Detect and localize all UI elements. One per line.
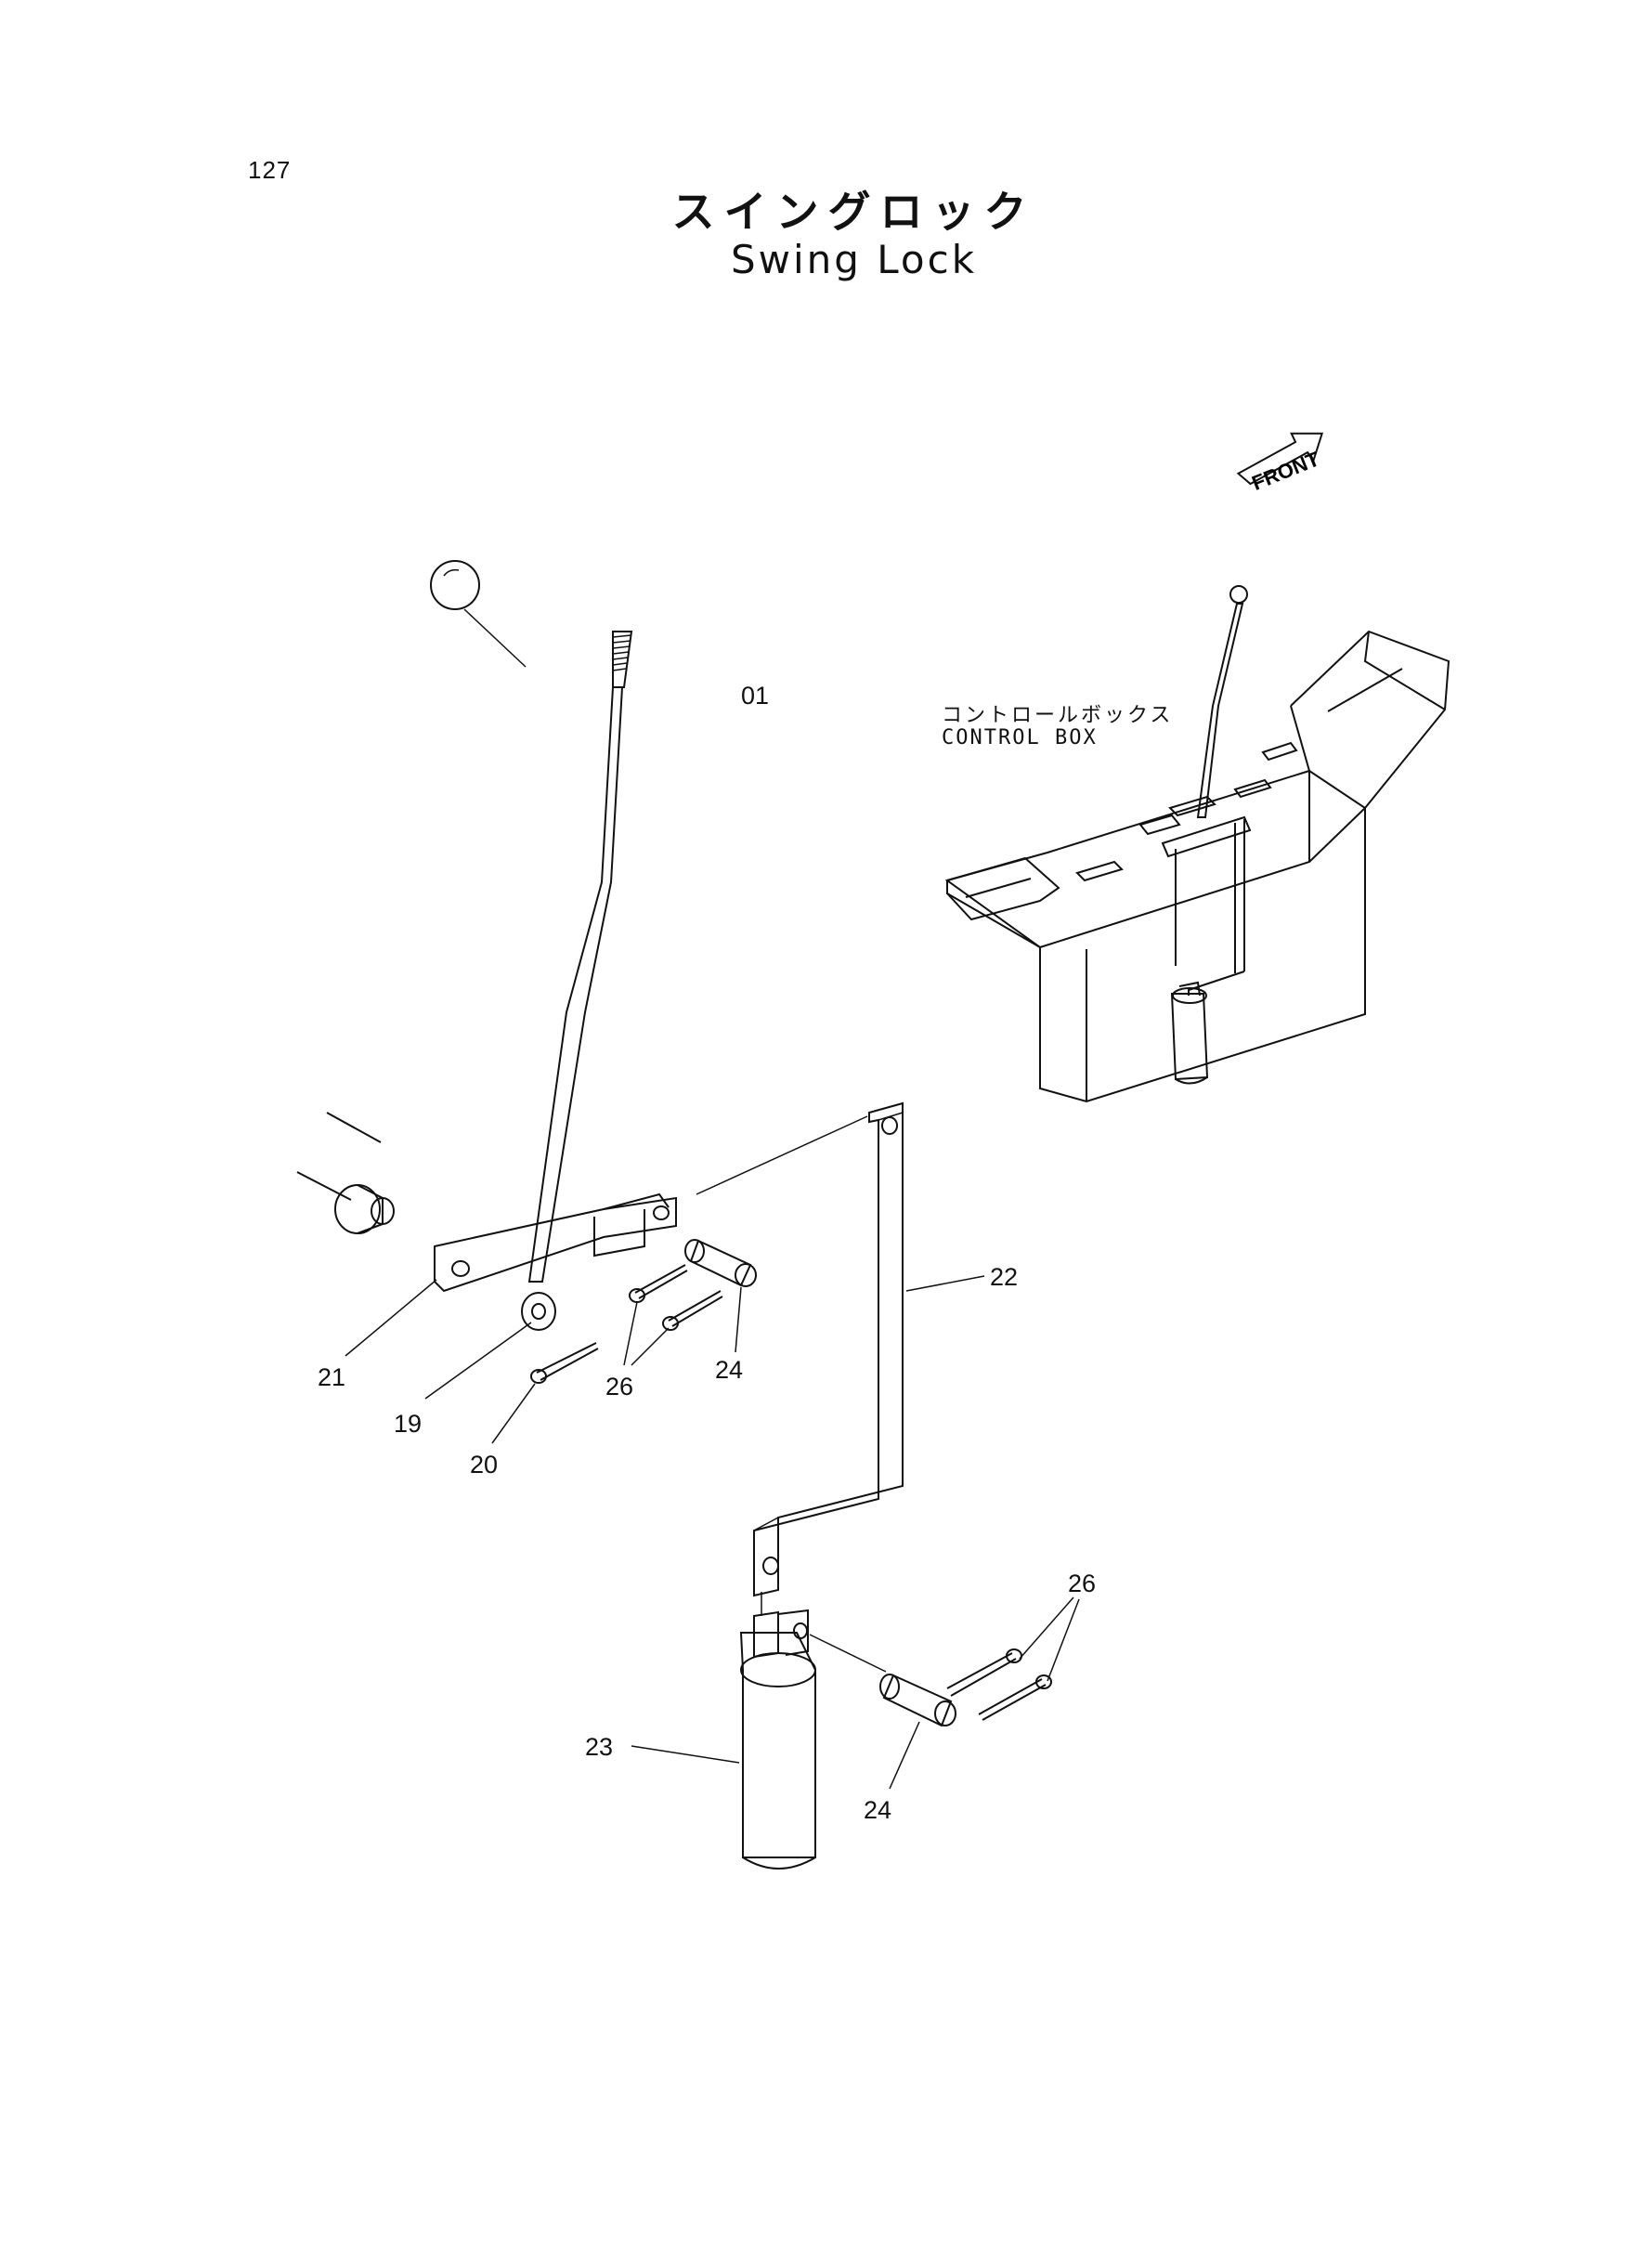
leader-24a [735, 1286, 742, 1353]
knob-part-01 [430, 560, 480, 610]
leader-01 [463, 608, 527, 668]
page-number: 127 [248, 156, 292, 184]
pin-part-24-lower [809, 1634, 956, 1727]
leader-20 [491, 1383, 536, 1444]
leader-22 [905, 1275, 985, 1292]
control-box-label-english: CONTROL BOX [942, 726, 1098, 749]
title-english: Swing Lock [730, 237, 978, 282]
control-box-label-japanese: コントロールボックス [942, 704, 1174, 727]
leader-19 [424, 1322, 532, 1400]
rod-part-22 [753, 1101, 904, 1597]
leader-26b-2 [1047, 1598, 1080, 1682]
cylinder-part-23 [739, 1592, 816, 1870]
leader-26a-2 [631, 1327, 670, 1366]
callout-20: 20 [470, 1451, 498, 1479]
washer-part-19 [521, 1292, 556, 1331]
leader-26a-1 [623, 1301, 638, 1366]
control-box-inset [944, 585, 1450, 1103]
callout-22: 22 [990, 1263, 1018, 1291]
leader-24b [889, 1721, 920, 1790]
leader-26b-1 [1019, 1596, 1074, 1660]
callout-26b: 26 [1068, 1570, 1096, 1597]
callout-26a: 26 [605, 1373, 633, 1401]
front-arrow-icon: FRONT [1236, 432, 1324, 495]
connection-line [696, 1115, 868, 1195]
cotter-pins-part-26-upper [629, 1264, 723, 1331]
title-japanese: スイングロック [671, 187, 1036, 237]
leader-23 [631, 1745, 740, 1764]
callout-24b: 24 [864, 1796, 891, 1824]
lever-part-21 [296, 631, 677, 1293]
callout-19: 19 [394, 1410, 422, 1438]
cotter-pin-part-20 [530, 1342, 599, 1384]
cotter-pins-part-26-lower [946, 1648, 1052, 1721]
pin-part-24-upper [684, 1239, 757, 1287]
callout-21: 21 [318, 1363, 345, 1391]
leader-21 [345, 1279, 437, 1357]
front-label: FRONT [1249, 447, 1323, 495]
callout-24a: 24 [715, 1356, 743, 1384]
callout-01: 01 [741, 682, 769, 710]
callout-23: 23 [585, 1733, 613, 1761]
